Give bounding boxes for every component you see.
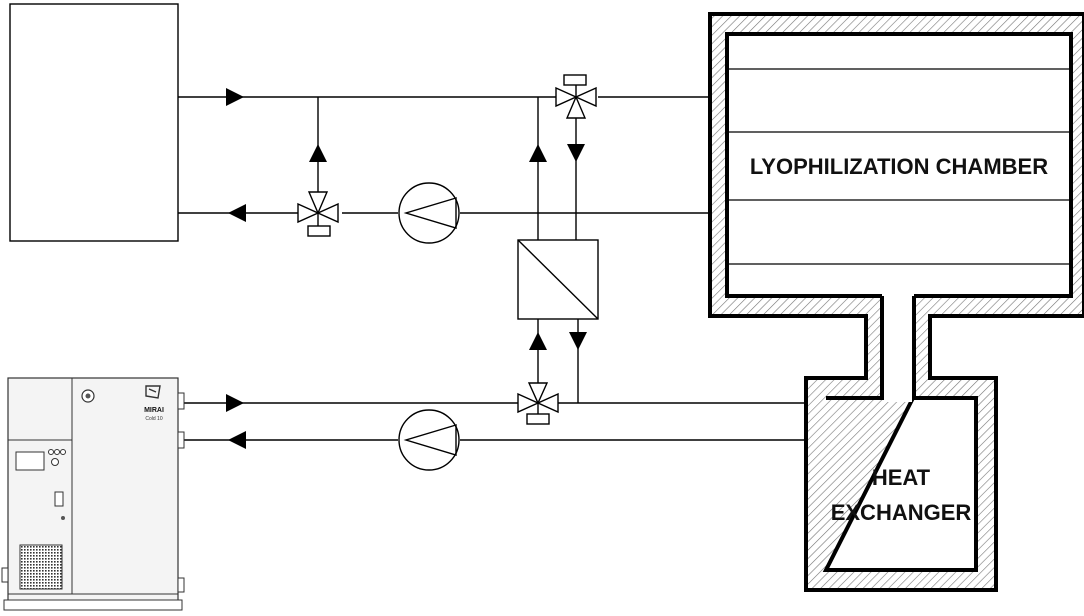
vessel-assembly: [708, 12, 1084, 592]
chamber-neck: [882, 294, 914, 398]
exchanger-connections-upper: [529, 97, 585, 240]
lower-supply-line: [178, 394, 808, 412]
flow-arrow-down-icon: [569, 332, 587, 350]
heat-exchanger-vessel: [822, 395, 978, 572]
three-way-valve-upper-right: [555, 74, 597, 119]
brand-logo-icon: [145, 385, 161, 399]
lower-return-line: [178, 431, 808, 449]
door-handle: [54, 491, 64, 507]
unit-model: Cold 10: [145, 416, 162, 422]
heat-exchanger-label-line1: HEAT: [872, 465, 931, 490]
plate-heat-exchanger: [517, 239, 599, 320]
lyophilization-chamber: [725, 32, 1073, 298]
unit-brand: MIRAI: [144, 407, 164, 414]
chamber-label: LYOPHILIZATION CHAMBER: [750, 154, 1048, 179]
top-supply-line: [178, 88, 710, 106]
ventilation-grille: [19, 544, 63, 590]
pump-lower-icon: [398, 409, 460, 471]
flow-arrow-down-icon: [567, 144, 585, 162]
flow-arrow-left-icon: [228, 431, 246, 449]
chiller-unit: MIRAI Cold 10: [1, 377, 185, 611]
three-way-valve-upper-left: [297, 191, 339, 237]
pump-upper-icon: [398, 182, 460, 244]
flow-arrow-up-icon: [309, 144, 327, 162]
control-screen: [15, 451, 45, 471]
flow-arrow-right-icon: [226, 88, 244, 106]
exchanger-connections-lower: [529, 319, 587, 403]
flow-arrow-up-icon: [529, 144, 547, 162]
flow-arrow-left-icon: [228, 204, 246, 222]
flow-arrow-up-icon: [529, 332, 547, 350]
bypass-line: [309, 97, 327, 192]
upper-return-line: [178, 204, 710, 222]
three-way-valve-lower: [517, 382, 559, 425]
upper-unit-box: [9, 3, 179, 242]
flow-arrow-right-icon: [226, 394, 244, 412]
heat-exchanger-label-line2: EXCHANGER: [831, 500, 972, 525]
